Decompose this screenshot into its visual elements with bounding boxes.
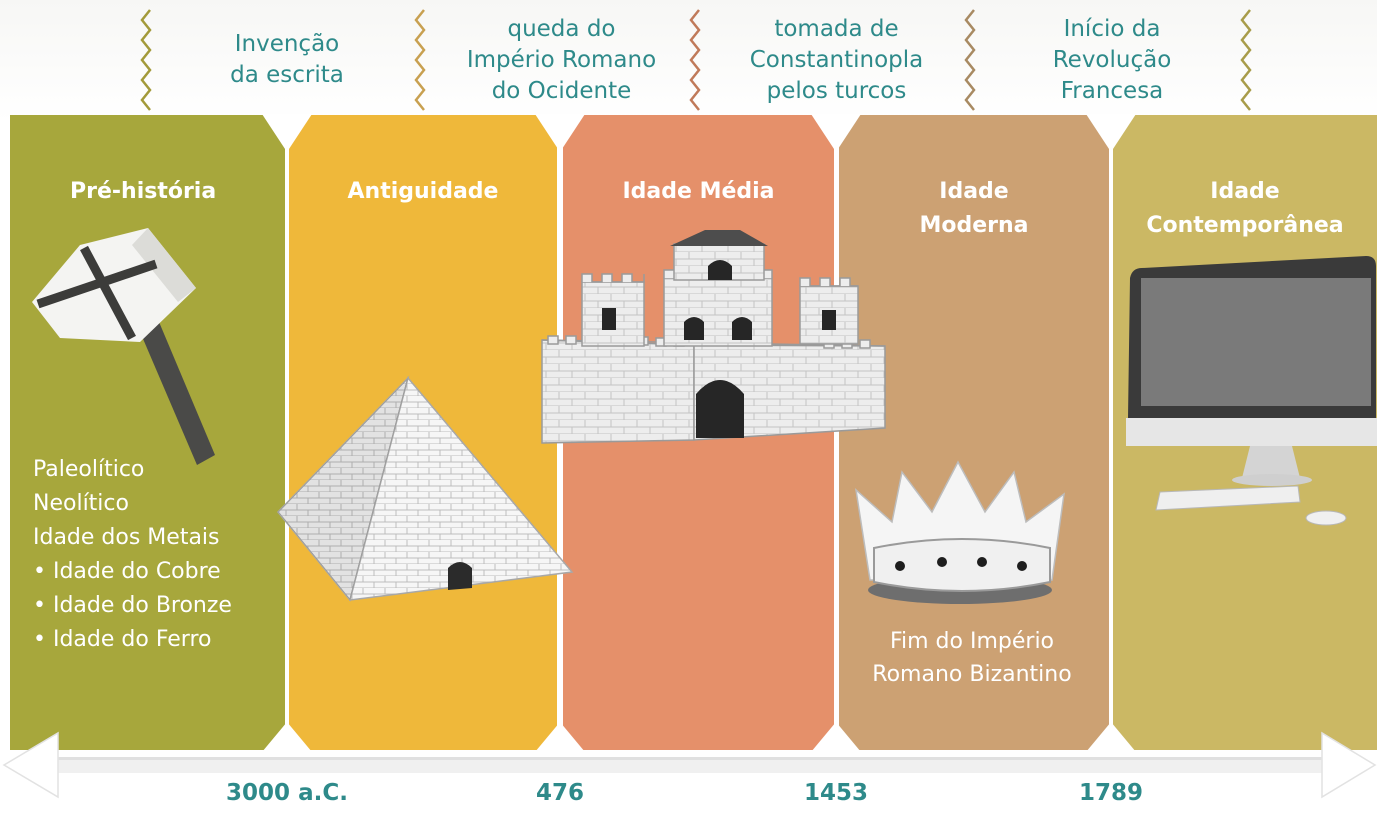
event-band — [0, 0, 1377, 122]
year-label: 3000 a.C. — [226, 780, 348, 806]
event-label-french-revolution: Início da Revolução Francesa — [1052, 15, 1172, 104]
subdivision-item: • Idade do Cobre — [33, 559, 221, 584]
zigzag-separators — [140, 9, 1252, 111]
event-label-fall-of-rome: queda do Império Romano do Ocidente — [466, 15, 657, 104]
period-panel-prehistory: Pré-história — [10, 115, 285, 750]
subdivision-item: Paleolítico — [33, 457, 145, 482]
subdivision-item: Idade dos Metais — [33, 525, 220, 550]
period-panel-modern: Idade Moderna — [839, 115, 1109, 750]
year-label: 1789 — [1078, 780, 1143, 806]
period-title-modern: Idade Moderna — [919, 179, 1029, 238]
period-title-antiquity: Antiguidade — [347, 179, 499, 204]
boundary-pointers — [262, 114, 1136, 752]
year-label: 476 — [535, 780, 584, 806]
timeline-arrow — [2, 731, 1377, 799]
computer-icon — [1126, 256, 1377, 526]
crown-icon — [854, 460, 1065, 604]
event-label-writing: Invenção da escrita — [230, 31, 344, 88]
modern-age-note: Fim do Império Romano Bizantino — [872, 629, 1072, 687]
pyramid-icon — [276, 375, 574, 602]
period-title-middle-ages: Idade Média — [622, 179, 775, 204]
period-panel-antiquity: Antiguidade — [289, 115, 557, 750]
period-title-contemporary: Idade Contemporânea — [1146, 179, 1344, 238]
hammer-icon — [32, 228, 215, 465]
period-title-prehistory: Pré-história — [70, 179, 217, 204]
subdivision-item: • Idade do Ferro — [33, 627, 212, 652]
event-label-constantinople: tomada de Constantinopla pelos turcos — [749, 15, 924, 104]
subdivision-item: • Idade do Bronze — [33, 593, 232, 618]
castle-icon — [541, 230, 886, 444]
year-label: 1453 — [803, 780, 868, 806]
subdivision-item: Neolítico — [33, 491, 129, 516]
prehistory-subdivisions: Paleolítico Neolítico Idade dos Metais •… — [33, 453, 232, 657]
